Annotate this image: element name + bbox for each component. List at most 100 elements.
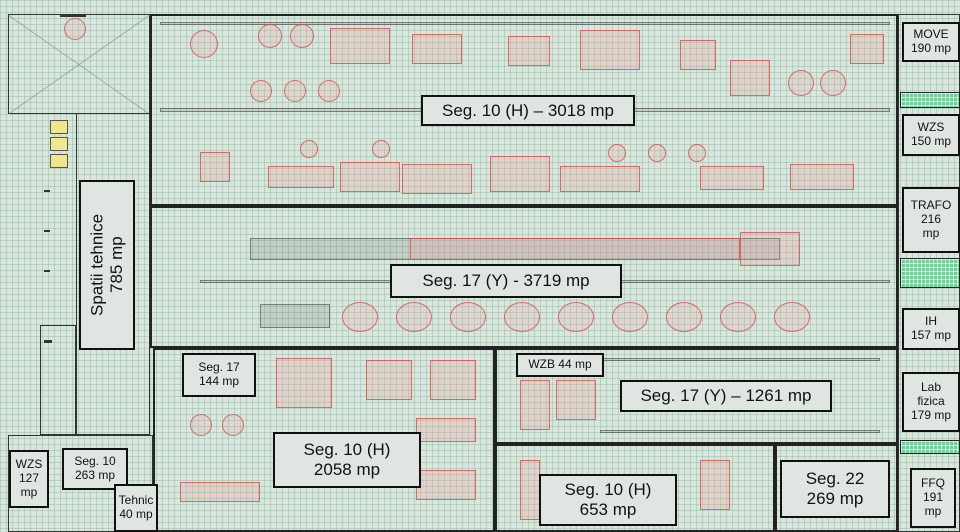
tank bbox=[788, 70, 814, 96]
tank bbox=[284, 80, 306, 102]
machine bbox=[340, 162, 400, 192]
zone-label-line: Seg. 10 (H) – 3018 mp bbox=[442, 100, 614, 120]
zone-label-line: Spatii tehnice bbox=[87, 213, 107, 317]
technical-strip-1 bbox=[900, 92, 960, 108]
machine bbox=[402, 164, 472, 194]
zone-seg17-mid bbox=[150, 206, 898, 348]
tank bbox=[318, 80, 340, 102]
zone-label-line: WZB 44 mp bbox=[528, 357, 592, 372]
vessel bbox=[342, 302, 378, 332]
zone-label-line: 785 mp bbox=[107, 236, 126, 294]
zone-label-line: Lab bbox=[920, 380, 942, 395]
machine bbox=[430, 360, 476, 400]
zone-label-line: fizica bbox=[917, 394, 945, 409]
zone-label-line: TRAFO bbox=[910, 198, 952, 213]
zone-label-line: 179 mp bbox=[910, 407, 952, 422]
zone-label-line: 263 mp bbox=[74, 468, 116, 482]
machine bbox=[330, 28, 390, 64]
equipment-line bbox=[160, 22, 890, 25]
technical-strip-3 bbox=[900, 440, 960, 454]
machine bbox=[180, 482, 260, 502]
label-seg10-653: Seg. 10 (H)653 mp bbox=[539, 474, 677, 526]
zone-seg22 bbox=[775, 444, 898, 532]
tank bbox=[688, 144, 706, 162]
zone-label-line: Seg. 17 bbox=[198, 360, 240, 375]
zone-label-line: Seg. 10 (H) bbox=[564, 480, 652, 500]
vessel bbox=[774, 302, 810, 332]
vessel bbox=[450, 302, 486, 332]
zone-label-line: Seg. 17 (Y) – 1261 mp bbox=[640, 386, 812, 406]
zone-label-line: IH bbox=[925, 314, 937, 329]
zone-label-line: 191 bbox=[922, 490, 944, 505]
label-seg10-top: Seg. 10 (H) – 3018 mp bbox=[421, 95, 635, 126]
machine bbox=[416, 418, 476, 442]
machine bbox=[260, 304, 330, 328]
zone-label-line: 216 bbox=[920, 212, 942, 227]
vessel bbox=[720, 302, 756, 332]
machine bbox=[740, 232, 800, 266]
machine bbox=[556, 380, 596, 420]
marker-2 bbox=[50, 137, 68, 151]
zone-label-line: 40 mp bbox=[119, 507, 153, 521]
tank bbox=[648, 144, 666, 162]
tank bbox=[258, 24, 282, 48]
label-seg17-right: Seg. 17 (Y) – 1261 mp bbox=[620, 380, 832, 412]
machine bbox=[268, 166, 334, 188]
label-seg10-2058: Seg. 10 (H)2058 mp bbox=[273, 432, 421, 488]
zone-label-line: 127 bbox=[18, 471, 40, 486]
zone-seg10-653 bbox=[495, 444, 775, 532]
label-seg17-mid: Seg. 17 (Y) - 3719 mp bbox=[390, 264, 622, 298]
machine bbox=[200, 152, 230, 182]
zone-label-line: mp bbox=[924, 503, 942, 518]
label-wzb: WZB 44 mp bbox=[516, 353, 604, 377]
zone-label-line: FFQ bbox=[921, 476, 945, 491]
zone-seg10-top bbox=[150, 14, 898, 206]
machine bbox=[490, 156, 550, 192]
vessel bbox=[666, 302, 702, 332]
vessel bbox=[612, 302, 648, 332]
left-small-room bbox=[40, 325, 76, 435]
tank bbox=[190, 30, 218, 58]
tick-mark bbox=[60, 14, 86, 17]
process-line bbox=[410, 238, 740, 260]
zone-label-line: mp bbox=[922, 225, 940, 240]
machine bbox=[366, 360, 412, 400]
conveyor bbox=[600, 358, 880, 361]
zone-label-line: Tehnic bbox=[118, 493, 154, 508]
zone-label-line: 157 mp bbox=[910, 328, 952, 342]
tank bbox=[372, 140, 390, 158]
conveyor bbox=[600, 430, 880, 433]
technical-strip-2 bbox=[900, 258, 960, 288]
zone-label-line: Seg. 10 (H) bbox=[303, 440, 391, 460]
tick-mark bbox=[44, 340, 52, 343]
marker-1 bbox=[50, 120, 68, 134]
top-left-fixture bbox=[64, 18, 86, 40]
machine bbox=[700, 166, 764, 190]
zone-seg17-right bbox=[495, 348, 898, 444]
zone-label-line: Seg. 10 bbox=[74, 454, 116, 469]
zone-seg10-2058 bbox=[153, 348, 495, 532]
machine bbox=[790, 164, 854, 190]
zone-label-line: 150 mp bbox=[910, 134, 952, 148]
vessel bbox=[504, 302, 540, 332]
tick-mark bbox=[44, 190, 50, 192]
tank bbox=[290, 24, 314, 48]
tick-mark bbox=[44, 270, 50, 272]
vessel bbox=[396, 302, 432, 332]
zone-label-line: Seg. 17 (Y) - 3719 mp bbox=[422, 271, 590, 291]
zone-label-line: 190 mp bbox=[910, 41, 952, 55]
zone-label-line: MOVE bbox=[913, 27, 949, 42]
zone-label-line: WZS bbox=[917, 120, 945, 135]
zone-label-line: WZS bbox=[15, 457, 43, 472]
tank bbox=[608, 144, 626, 162]
zone-label-line: 653 mp bbox=[579, 500, 637, 519]
